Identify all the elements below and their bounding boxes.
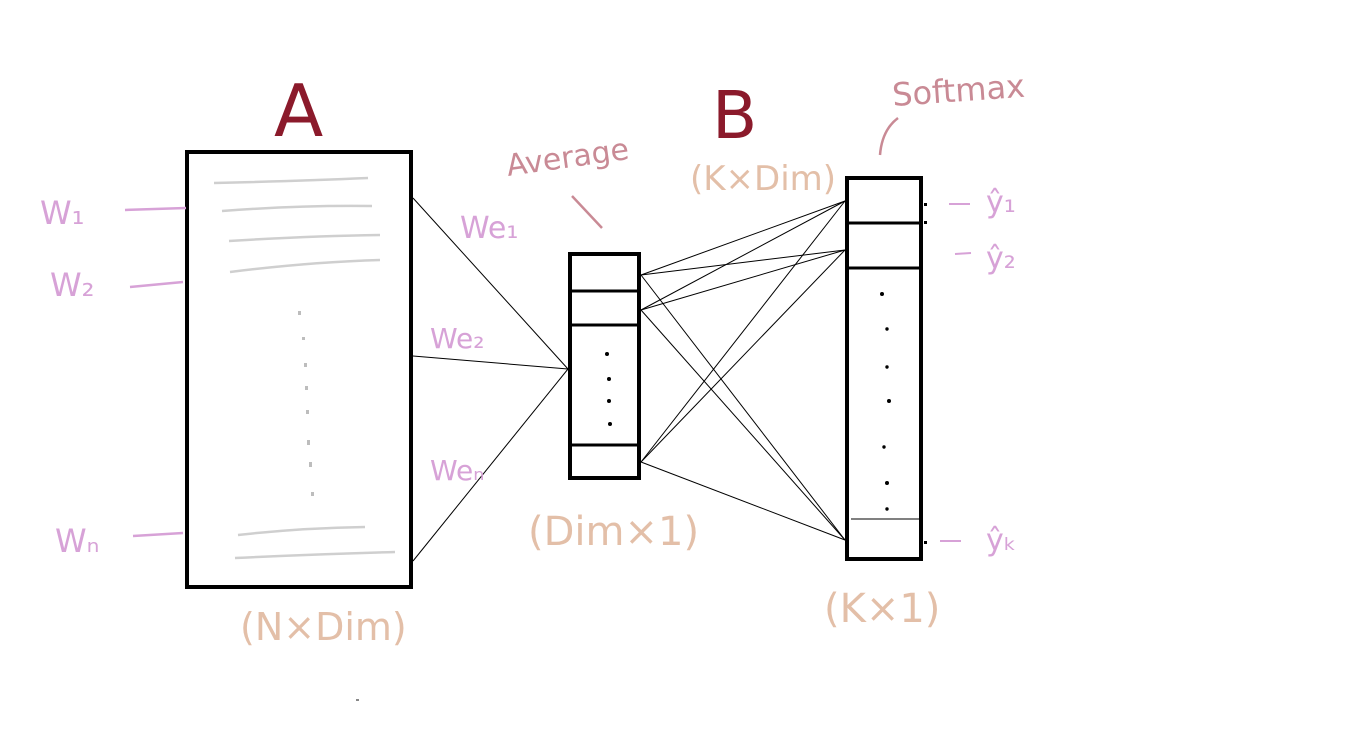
output-label-yk: ŷₖ — [986, 523, 1017, 558]
matrix-a-row — [229, 258, 381, 274]
stray-mark — [356, 699, 359, 701]
matrix-a-row — [228, 233, 381, 243]
matrix-a-row — [221, 204, 373, 213]
matrix-b-dimension: (K×Dim) — [690, 159, 836, 199]
embedding-label-wen: Weₙ — [430, 454, 484, 487]
average-to-output-connections — [640, 200, 846, 541]
output-vector-box — [845, 176, 923, 561]
matrix-a-rows — [213, 176, 396, 560]
matrix-a-row — [237, 525, 366, 537]
input-ticks — [124, 206, 187, 538]
output-label-y2: ŷ₂ — [986, 241, 1016, 276]
output-ticks — [940, 203, 972, 542]
average-pointer — [571, 195, 603, 229]
output-tick-marks — [924, 203, 927, 544]
input-label-w1: W₁ — [40, 194, 84, 232]
output-dimension: (K×1) — [824, 586, 940, 632]
matrix-a-dots — [298, 311, 314, 496]
matrix-a-row — [213, 176, 369, 185]
average-label: Average — [504, 132, 631, 184]
output-label-y1: ŷ₁ — [986, 185, 1016, 220]
matrix-a-box — [185, 150, 413, 589]
softmax-label: Softmax — [891, 67, 1026, 114]
output-dots — [880, 292, 891, 511]
matrix-a-row — [234, 550, 396, 560]
input-label-wn: Wₙ — [55, 522, 99, 560]
average-dots — [605, 352, 612, 426]
a-to-average-connections — [412, 197, 569, 562]
input-label-w2: W₂ — [50, 266, 94, 304]
softmax-pointer — [878, 117, 899, 156]
average-dimension: (Dim×1) — [528, 509, 699, 555]
embedding-label-we2: We₂ — [430, 322, 485, 355]
matrix-a-label: A — [274, 69, 323, 153]
matrix-a-dimension: (N×Dim) — [240, 605, 407, 649]
embedding-label-we1: We₁ — [460, 211, 518, 246]
average-vector-box — [568, 252, 641, 480]
matrix-b-label: B — [712, 77, 757, 154]
